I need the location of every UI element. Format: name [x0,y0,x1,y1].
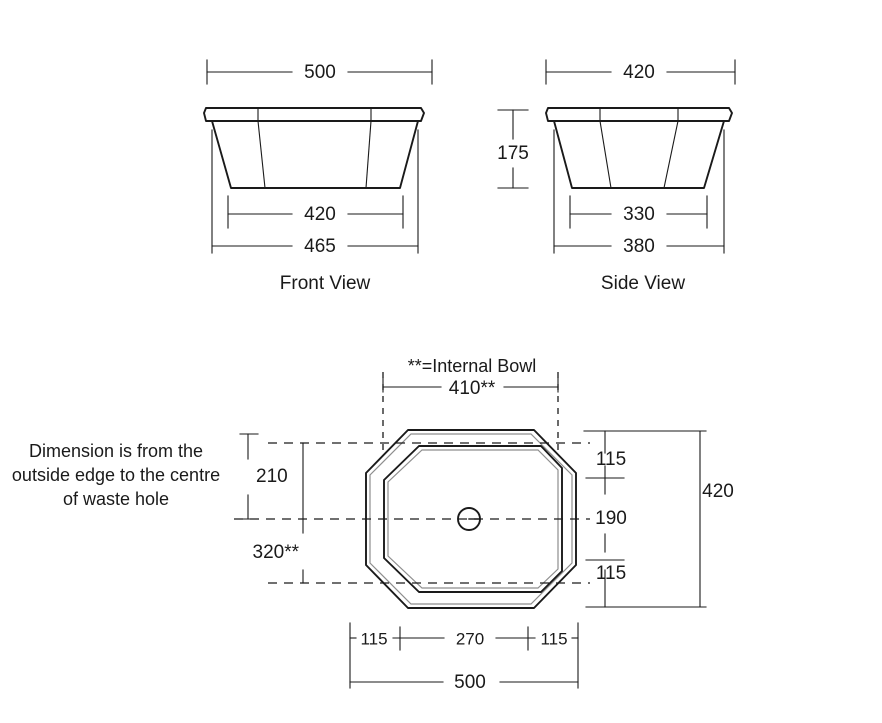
side-dim-380-label: 380 [623,236,655,257]
plan-dim-bottom-500: 500 [454,672,486,693]
side-extension-lines [553,129,725,254]
plan-dim-right-115-bottom: 115 [596,563,626,584]
front-dim-500: 500 [206,59,433,85]
front-view-basin-body [203,107,425,189]
side-view-label: Side View [601,273,685,294]
plan-dim-right-115-top: 115 [596,449,626,470]
plan-right-dimensions: 115 190 115 420 [583,430,734,608]
front-dim-500-label: 500 [304,62,336,83]
side-dim-175-label: 175 [497,143,529,164]
side-dim-420: 420 [545,59,736,85]
annotation-block: Dimension is from the outside edge to th… [12,441,220,509]
front-dim-465: 465 [211,236,419,257]
plan-dim-bottom-115-right: 115 [540,629,567,648]
annotation-line-3: of waste hole [63,489,169,509]
plan-dim-bottom-270: 270 [456,629,484,648]
side-dim-330-label: 330 [623,204,655,225]
plan-dim-right-190: 190 [595,508,627,529]
plan-dim-bottom-115-left: 115 [360,629,387,648]
side-dim-330: 330 [569,204,708,225]
side-view-basin-body [545,107,733,189]
plan-dim-right-420: 420 [702,481,734,502]
plan-bottom-dimensions: 115 270 115 500 [349,622,579,693]
side-dim-420-label: 420 [623,62,655,83]
front-dim-465-label: 465 [304,236,336,257]
plan-centre-dashed-lines [234,442,590,584]
side-dim-175: 175 [497,109,529,189]
plan-vertical-dashed-extensions [382,372,559,452]
plan-view-group: **=Internal Bowl 410** [234,356,734,693]
plan-dim-410: 410** [382,377,559,399]
plan-dim-410-label: 410** [449,378,496,399]
plan-dim-320-label: 320** [253,542,300,563]
plan-dim-210: 210 [239,433,288,520]
front-dim-420-label: 420 [304,204,336,225]
front-view-group: 500 [203,59,433,294]
annotation-line-1: Dimension is from the [29,441,203,461]
annotation-line-2: outside edge to the centre [12,465,220,485]
plan-dim-320: 320** [253,442,304,584]
side-dim-380: 380 [553,236,725,257]
front-extension-lines [211,129,419,254]
plan-dim-210-label: 210 [256,466,288,487]
side-view-group: 420 175 [497,59,736,294]
front-dim-420: 420 [227,204,404,225]
internal-bowl-note: **=Internal Bowl [408,356,537,376]
front-view-label: Front View [280,273,371,294]
